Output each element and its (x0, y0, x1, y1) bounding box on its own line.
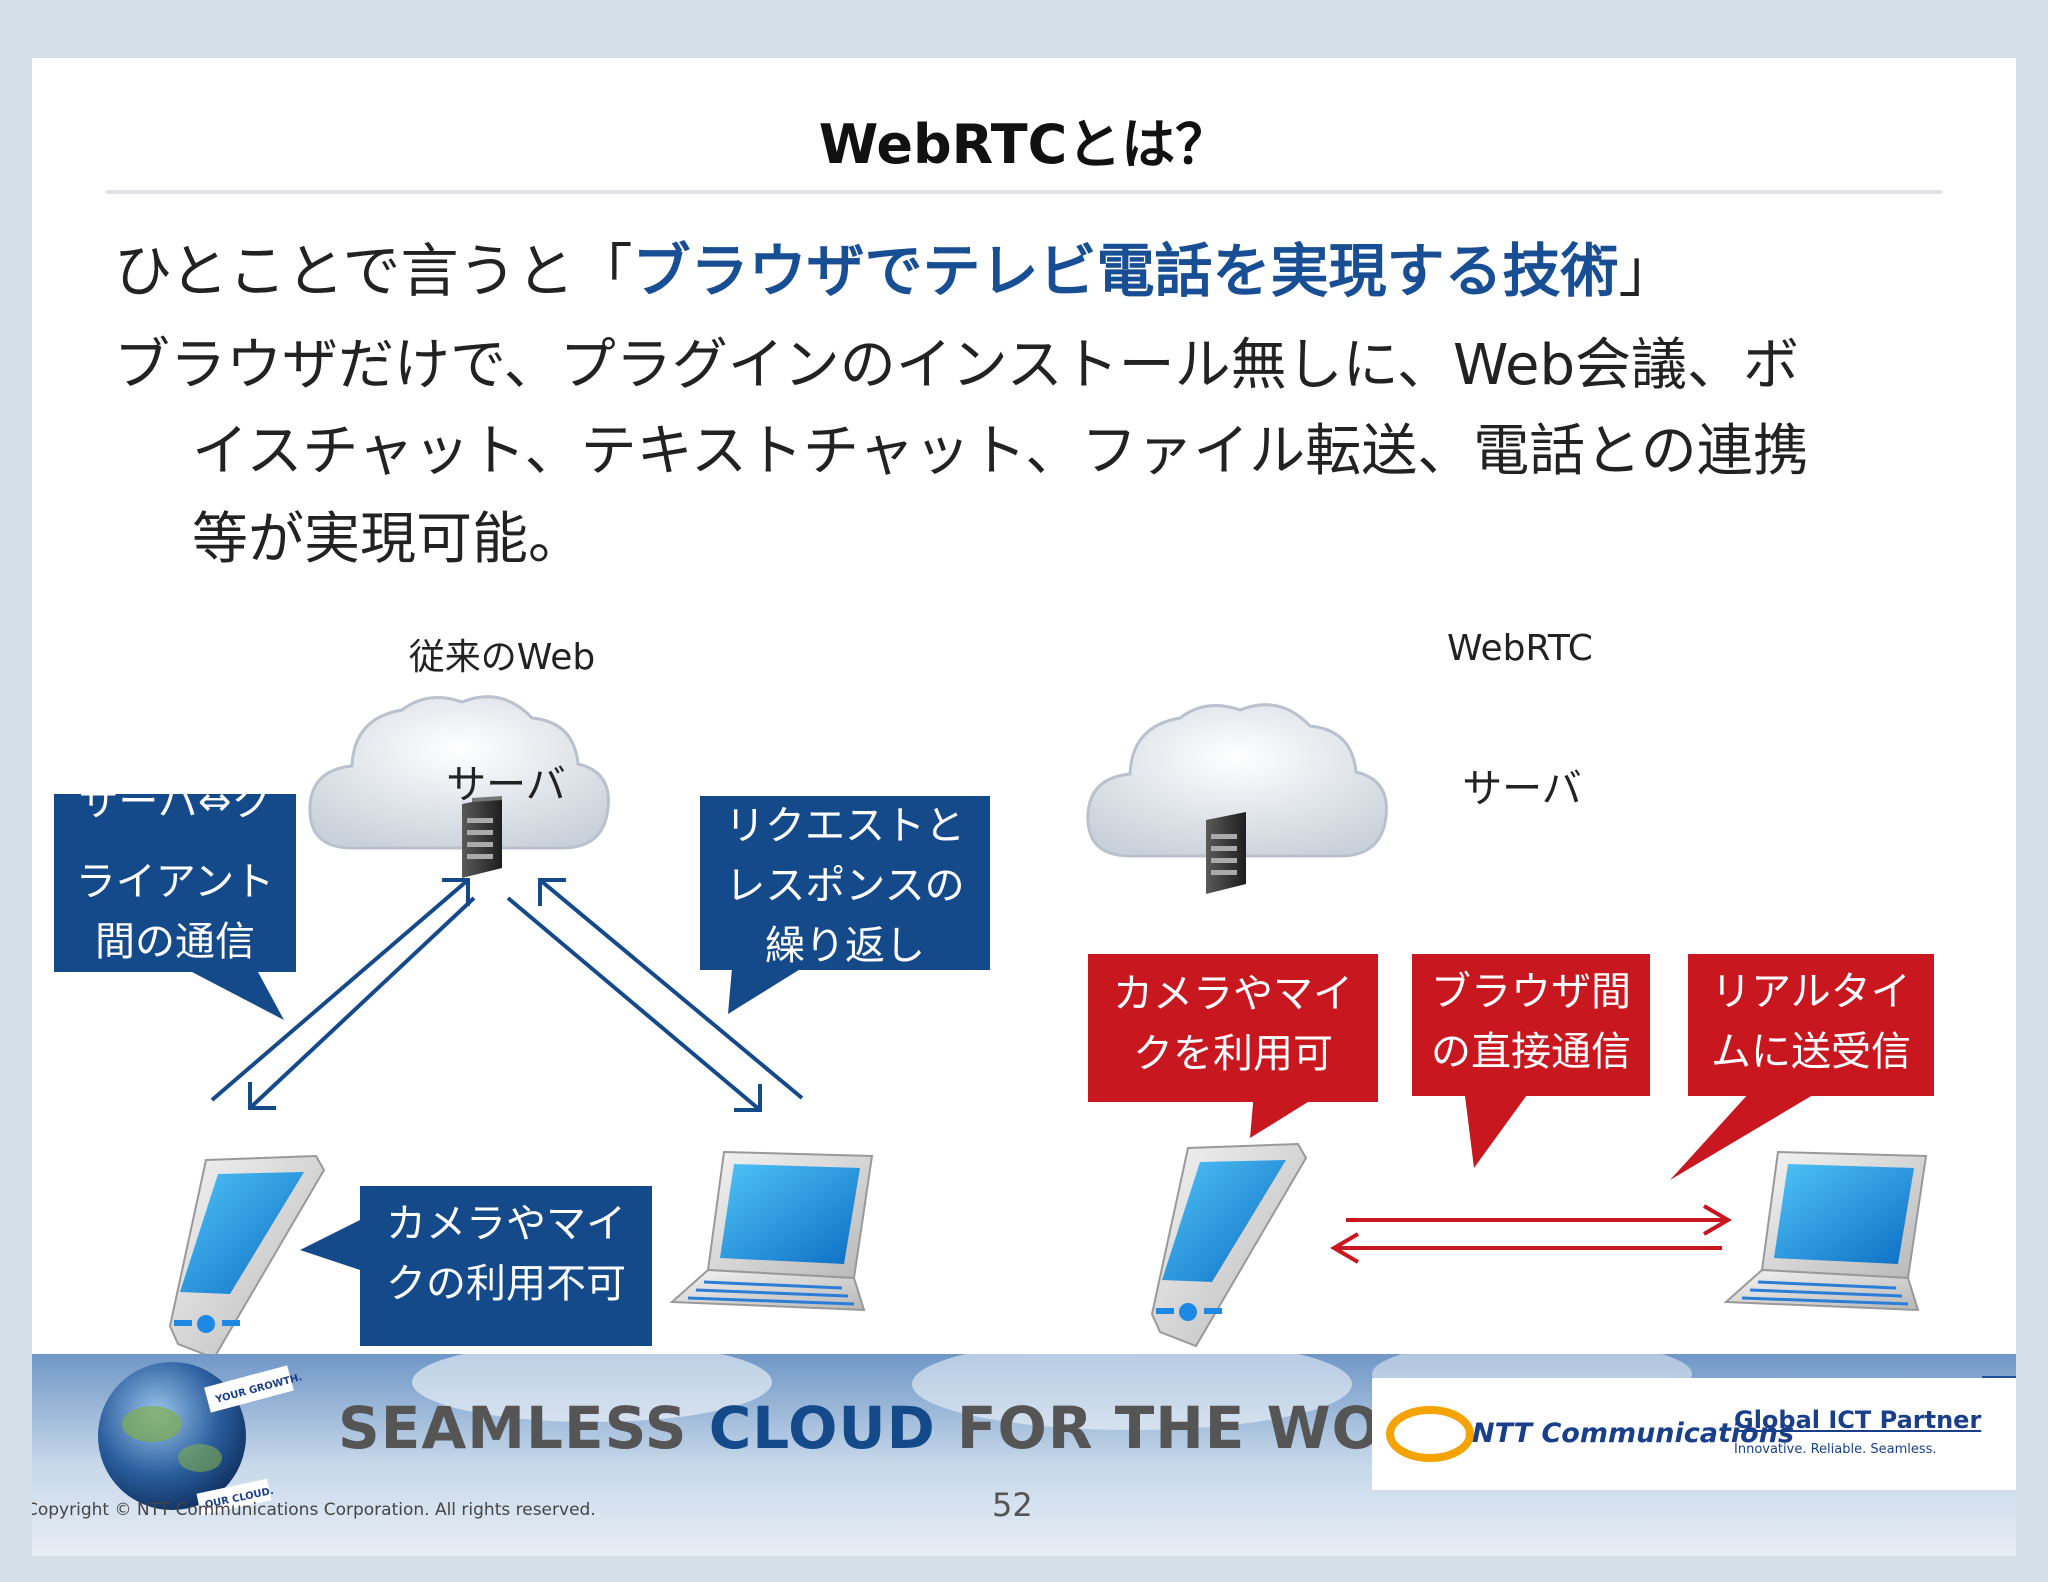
left-server-icon (462, 796, 502, 878)
right-cloud-icon (1086, 703, 1388, 858)
callout-camera-unavailable: カメラやマイ クの利用不可 (360, 1186, 652, 1346)
intro-highlight: ブラウザでテレビ電話を実現する技術 (632, 237, 1619, 305)
callout-line: の直接通信 (1431, 1029, 1631, 1075)
partner-subtitle: Innovative. Reliable. Seamless. (1734, 1442, 1937, 1457)
slide: WebRTCとは？ ひとことで言うと「ブラウザでテレビ電話を実現する技術」 ブラ… (32, 58, 2016, 1556)
title-divider (106, 190, 1942, 194)
tagline-cloud: CLOUD (708, 1394, 936, 1462)
callout-tail (300, 1220, 360, 1270)
left-arrows (210, 878, 804, 1112)
left-laptop-icon (669, 1150, 874, 1312)
left-server-label: サーバ (446, 762, 566, 808)
callout-line: リクエストと (725, 803, 965, 849)
right-diagram-caption: WebRTC (1447, 628, 1593, 669)
callout-line: クを利用可 (1133, 1031, 1333, 1077)
callout-line: 間の通信 (95, 919, 255, 965)
callout-camera-available: カメラやマイ クを利用可 (1088, 954, 1378, 1102)
right-phone-icon (1150, 1142, 1308, 1348)
left-phone-icon (168, 1154, 326, 1358)
right-server-label: サーバ (1462, 766, 1582, 812)
callout-tail (1464, 1088, 1532, 1168)
callout-server-client: サーバ⇔ク ライアント 間の通信 (54, 794, 296, 972)
left-diagram-caption: 従来のWeb (408, 637, 596, 678)
callout-line: カメラやマイ (386, 1201, 626, 1247)
callout-line: ブラウザ間 (1431, 969, 1631, 1015)
callout-direct-communication: ブラウザ間 の直接通信 (1412, 954, 1650, 1096)
callout-line: クの利用不可 (386, 1261, 626, 1307)
left-cloud-icon (308, 695, 610, 850)
right-server-icon (1206, 812, 1246, 894)
intro-prefix: ひとことで言うと「 (114, 237, 633, 305)
callout-tail (1670, 1092, 1818, 1180)
callout-line: レスポンスの (725, 863, 965, 909)
description-line-2: イスチャット、テキストチャット、ファイル転送、電話との連携 (192, 419, 1809, 484)
callout-tail (1250, 1092, 1324, 1138)
callout-tail (192, 972, 284, 1020)
ntt-logo-swoosh-icon (1386, 1406, 1474, 1462)
callout-request-response: リクエストと レスポンスの 繰り返し (700, 796, 990, 970)
callout-realtime: リアルタイ ムに送受信 (1688, 954, 1934, 1096)
description-line-1: ブラウザだけで、プラグインのインストール無しに、Web会議、ボ (114, 333, 1800, 398)
right-laptop-icon (1723, 1150, 1928, 1312)
callout-tail (728, 968, 802, 1014)
company-logo-panel: NTT Communications Global ICT Partner In… (1372, 1378, 2016, 1490)
copyright-text: Copyright © NTT Communications Corporati… (32, 1500, 596, 1520)
callout-line: リアルタイ (1711, 969, 1911, 1015)
intro-line: ひとことで言うと「ブラウザでテレビ電話を実現する技術」 (114, 224, 1677, 308)
slide-title: WebRTCとは？ (818, 113, 1230, 176)
footer-tagline: SEAMLESS CLOUD FOR THE WORLD (338, 1394, 1515, 1462)
intro-suffix: 」 (1618, 237, 1677, 305)
callout-line: 繰り返し (765, 923, 925, 969)
right-arrows (1330, 1204, 1732, 1264)
callout-line: ライアント (75, 859, 275, 905)
description-line-3: 等が実現可能。 (192, 507, 584, 572)
partner-title: Global ICT Partner (1734, 1406, 1982, 1434)
page-number: 52 (992, 1486, 1033, 1524)
ntt-logo-text: NTT Communications (1472, 1418, 1795, 1449)
callout-line: ムに送受信 (1711, 1029, 1911, 1075)
callout-line: カメラやマイ (1113, 971, 1353, 1017)
tagline-seamless: SEAMLESS (338, 1394, 709, 1462)
diagram-graphics (168, 695, 1928, 1358)
callout-line: サーバ⇔ク (78, 794, 272, 825)
